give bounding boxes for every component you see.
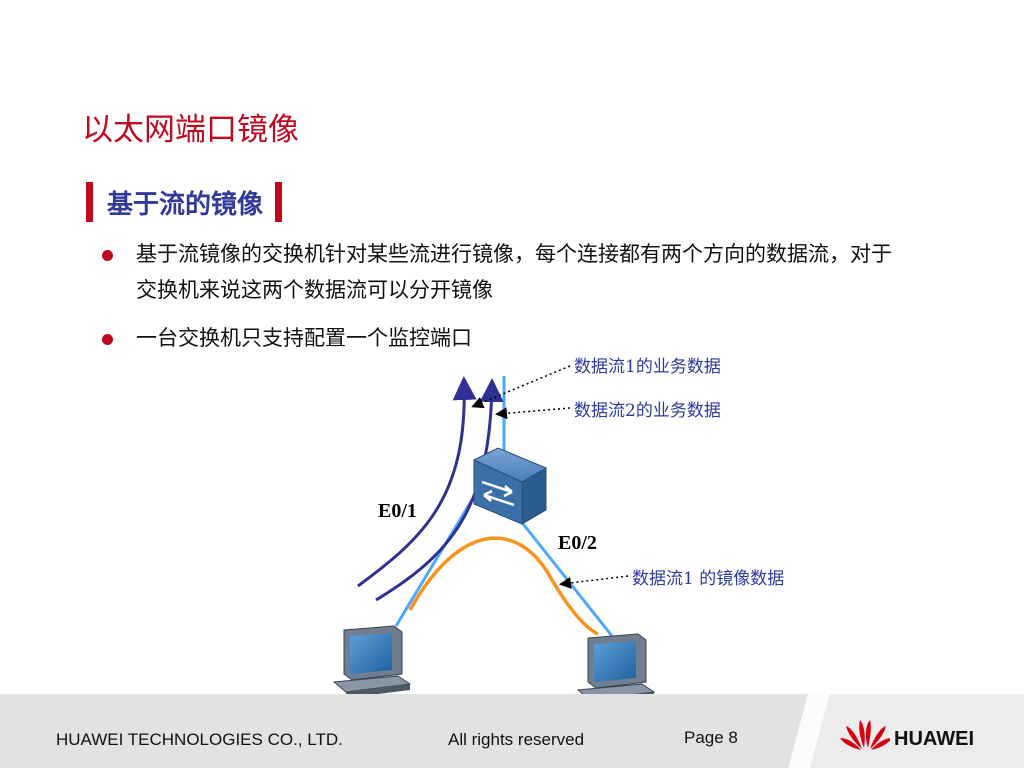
footer-page-number: Page 8 (684, 728, 738, 747)
switch-icon (472, 447, 548, 525)
subheading-right-bar (275, 182, 283, 222)
footer-decor (788, 694, 1024, 768)
callout-flow2-business: 数据流2的业务数据 (574, 401, 721, 421)
bullet-item-2: 一台交换机只支持配置一个监控端口 (102, 320, 896, 356)
callout-flow1-mirror: 数据流1 的镜像数据 (632, 569, 785, 589)
callout-line-mirror (559, 575, 629, 589)
bullet-text: 一台交换机只支持配置一个监控端口 (136, 326, 472, 350)
huawei-brand-text: HUAWEI (894, 728, 974, 750)
flow1-line (357, 376, 477, 588)
bullet-dot (102, 334, 113, 345)
huawei-logo-icon (840, 720, 890, 750)
subheading: 基于流的镜像 (86, 182, 283, 222)
computer-left-icon (332, 625, 412, 694)
bullet-text: 基于流镜像的交换机针对某些流进行镜像，每个连接都有两个方向的数据流，对于交换机来… (136, 242, 892, 302)
footer: HUAWEI TECHNOLOGIES CO., LTD. All rights… (0, 694, 1024, 768)
footer-company: HUAWEI TECHNOLOGIES CO., LTD. (56, 730, 343, 749)
callout-line-flow2 (495, 407, 571, 420)
callout-line-flow1 (471, 365, 571, 409)
port-label-e02: E0/2 (558, 532, 597, 554)
flow2-line (375, 378, 504, 602)
callout-flow1-business: 数据流1的业务数据 (574, 357, 721, 377)
computer-right-icon (576, 633, 656, 694)
subheading-left-bar (86, 182, 93, 222)
footer-rights: All rights reserved (448, 730, 585, 749)
mirror-diagram (332, 365, 656, 694)
mirror-line (408, 536, 599, 636)
page-title: 以太网端口镜像 (82, 112, 299, 148)
subheading-text: 基于流的镜像 (107, 189, 264, 220)
bullet-dot (102, 250, 113, 261)
bullet-item-1: 基于流镜像的交换机针对某些流进行镜像，每个连接都有两个方向的数据流，对于交换机来… (102, 236, 896, 308)
port-label-e01: E0/1 (378, 500, 417, 522)
